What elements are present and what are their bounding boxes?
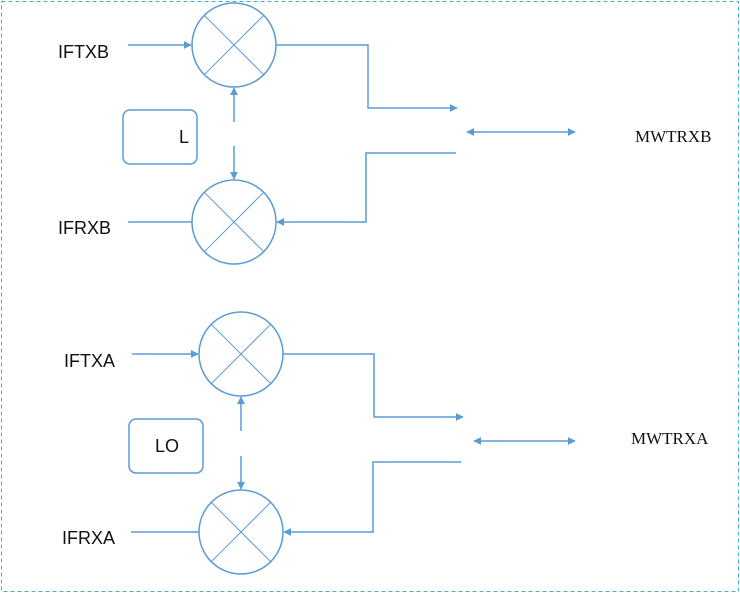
lo-label-b: L [179,127,189,147]
tx-output-path-a [283,353,464,421]
mw-label-a: MWTRXA [631,429,709,448]
lo-box-a [128,418,204,474]
chain-b [122,2,576,265]
rx-return-path-b [276,152,456,226]
tx-label-a: IFTXA [64,351,115,371]
lo-box-b [122,109,198,165]
lo-label-a: LO [155,436,179,456]
chain-a [128,311,576,575]
tx-mixer-b-icon [191,2,277,88]
rx-mixer-b-icon [191,179,277,265]
mw-label-b: MWTRXB [635,127,712,146]
tx-output-path-b [276,44,458,112]
rx-return-path-a [283,461,461,536]
tx-label-b: IFTXB [58,42,109,62]
rx-mixer-a-icon [198,489,284,575]
rx-label-a: IFRXA [62,528,115,548]
rx-label-b: IFRXB [58,218,111,238]
tx-mixer-a-icon [198,311,284,397]
